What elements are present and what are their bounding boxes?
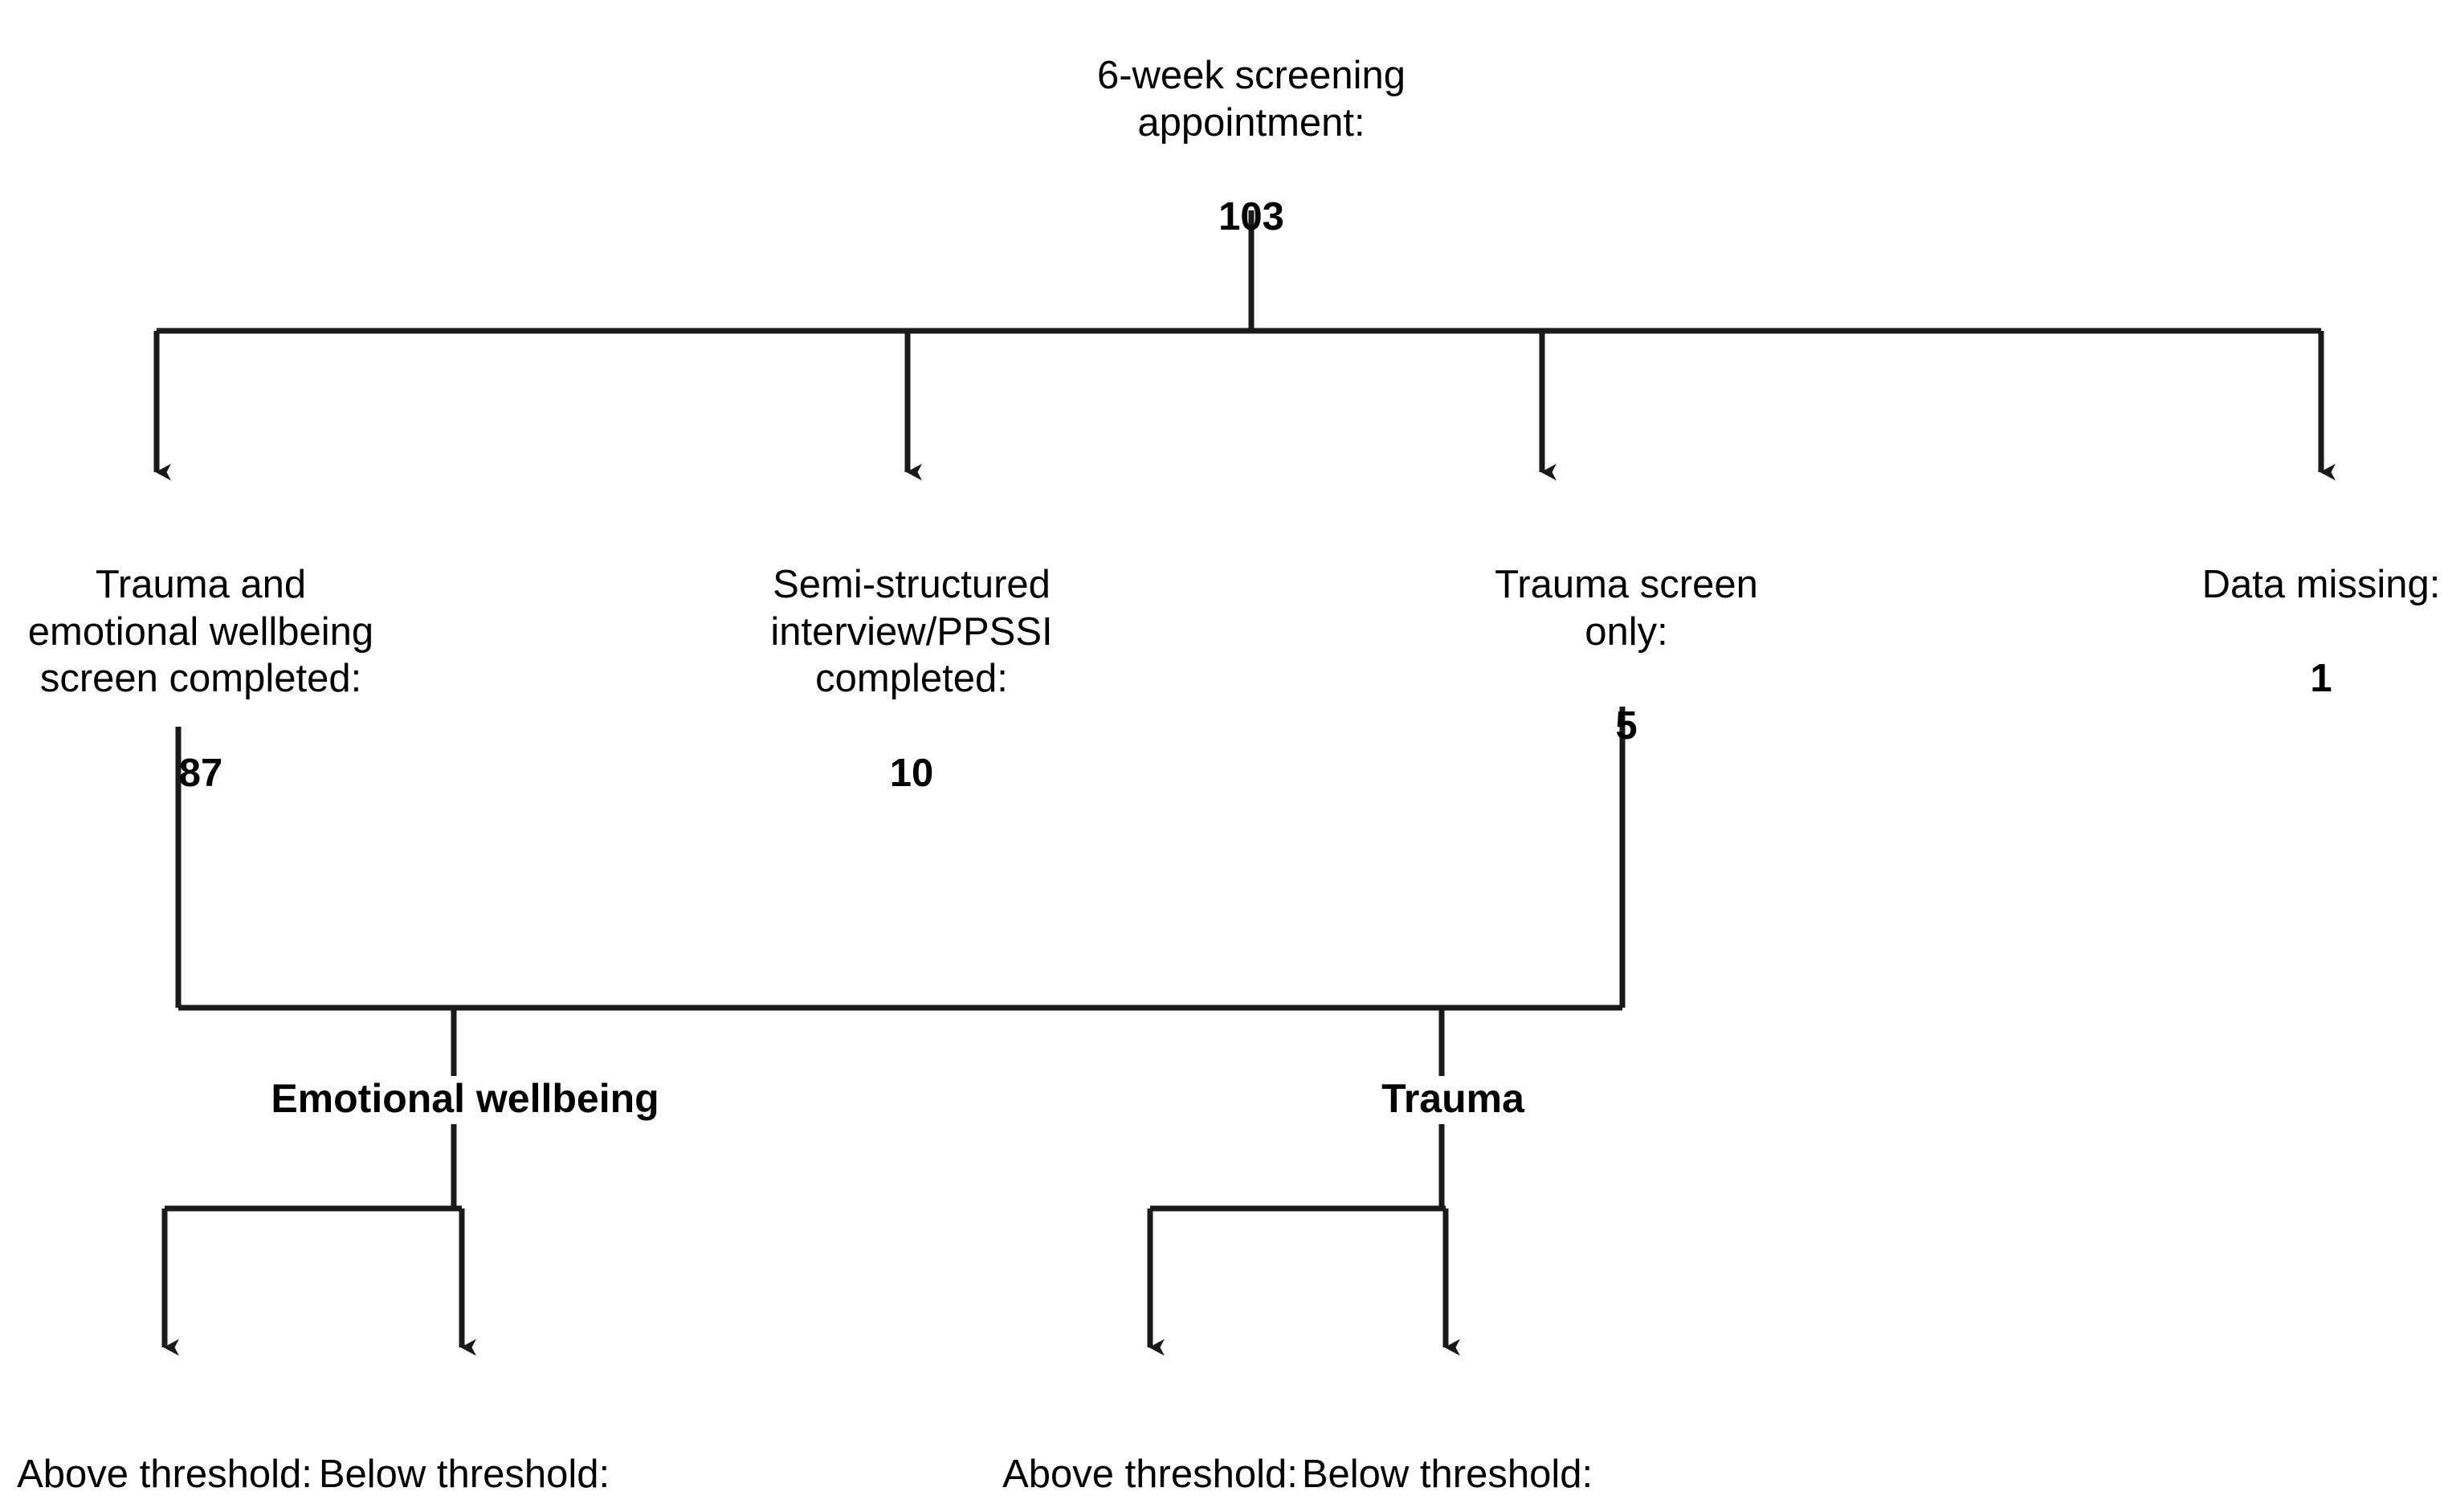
section-label-text: Trauma <box>1381 1076 1524 1121</box>
node-label: Trauma screen only: <box>1495 562 1758 654</box>
node-label: Above threshold: <box>1002 1452 1298 1496</box>
node-count: 5 <box>1615 704 1638 748</box>
node-label: Above threshold: <box>17 1452 312 1496</box>
node-label: 6-week screening appointment: <box>1096 53 1406 145</box>
node-label: Data missing: <box>2201 562 2441 606</box>
node-emotional-wellbeing-below-threshold: Below threshold: 51 <box>231 1404 697 1512</box>
node-data-missing: Data missing: 1 <box>2088 514 2448 750</box>
section-label-text: Emotional wellbeing <box>271 1076 659 1121</box>
node-trauma-above-threshold: Above threshold: 40 <box>917 1404 1383 1512</box>
node-label: Trauma and emotional wellbeing screen co… <box>27 562 374 701</box>
node-emotional-wellbeing-above-threshold: Above threshold: 36 <box>0 1404 398 1512</box>
node-trauma-screen-only: Trauma screen only: 5 <box>1393 514 1859 797</box>
node-count: 1 <box>2310 657 2332 701</box>
node-trauma-and-emotional-wellbeing-screen: Trauma and emotional wellbeing screen co… <box>0 514 434 845</box>
node-label: Below threshold: <box>1301 1452 1593 1496</box>
node-count: 10 <box>889 751 934 795</box>
node-six-week-screening-appointment: 6-week screening appointment: 103 <box>1018 5 1484 288</box>
node-label: Below threshold: <box>318 1452 610 1496</box>
node-count: 87 <box>178 751 223 795</box>
node-semi-structured-interview: Semi-structured interview/PPSSI complete… <box>679 514 1144 845</box>
node-trauma-below-threshold: Below threshold: 52 <box>1214 1404 1680 1512</box>
section-label-emotional-wellbeing: Emotional wellbeing <box>221 1077 709 1121</box>
node-count: 103 <box>1218 195 1284 239</box>
section-label-trauma: Trauma <box>1209 1077 1697 1121</box>
node-label: Semi-structured interview/PPSSI complete… <box>770 562 1053 701</box>
